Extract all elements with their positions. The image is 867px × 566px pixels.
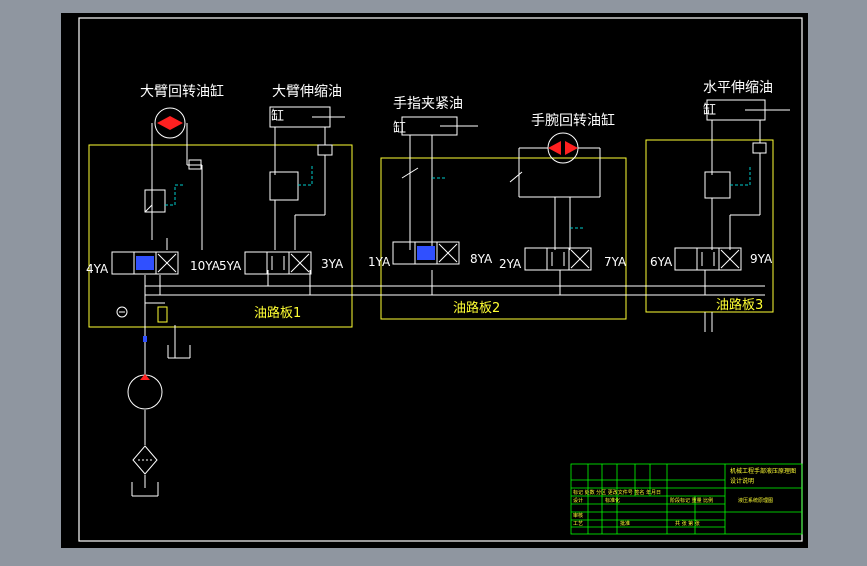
label-finger-clamp-cyl-2: 缸 <box>393 120 406 136</box>
label-arm-extend-cyl: 大臂伸缩油 <box>272 84 342 100</box>
pump-arrow-icon <box>140 374 150 380</box>
drawing-name: 液压系统原理图 <box>738 497 773 504</box>
solenoid-5ya: 5YA <box>219 259 242 273</box>
solenoid-2ya: 2YA <box>499 257 522 271</box>
title-block <box>570 463 803 535</box>
manifold-label-2: 油路板2 <box>453 300 500 316</box>
solenoid-7ya: 7YA <box>604 255 627 269</box>
solenoid-6ya: 6YA <box>650 255 673 269</box>
title-row-check: 审核 <box>573 512 583 519</box>
main-lines <box>131 270 765 497</box>
pilot-line <box>165 184 185 206</box>
title-row-approve: 批准 <box>620 520 630 527</box>
drawing-frame <box>78 17 803 542</box>
filter-symbol <box>132 445 158 475</box>
branch-arm-rotate <box>144 107 203 250</box>
solenoid-9ya: 9YA <box>750 252 773 266</box>
branch-horizontal <box>704 99 790 250</box>
manifold-label-3: 油路板3 <box>716 297 763 313</box>
valve-1 <box>111 251 179 275</box>
valve-3 <box>392 241 460 265</box>
label-arm-extend-cyl-2: 缸 <box>271 108 284 124</box>
manifold-panel-2 <box>380 157 627 320</box>
branch-arm-extend <box>269 106 345 250</box>
branch-finger-clamp <box>401 116 478 250</box>
title-stage-label: 阶段标记 重量 比例 <box>670 497 713 504</box>
title-row-designer: 设计 <box>573 497 583 504</box>
label-finger-clamp-cyl: 手指夹紧油 <box>393 96 463 112</box>
manifold-panel-3 <box>645 139 774 313</box>
title-row-standard: 标准化 <box>605 497 620 504</box>
manifold-panel-1 <box>88 144 353 328</box>
pressure-gauge-icon <box>116 306 128 318</box>
solenoid-4ya: 4YA <box>86 262 109 276</box>
solenoid-3ya: 3YA <box>321 257 344 271</box>
label-wrist-rotate-cyl: 手腕回转油缸 <box>531 112 615 129</box>
title-line-2: 设计说明 <box>730 477 754 485</box>
title-row-marker: 标记 处数 分区 更改文件号 签名 年月日 <box>573 489 661 496</box>
manifold-label-1: 油路板1 <box>254 305 301 321</box>
solenoid-8ya: 8YA <box>470 252 493 266</box>
label-horizontal-cyl-2: 缸 <box>703 102 716 118</box>
relief-valve <box>157 306 168 323</box>
label-arm-rotate-cyl: 大臂回转油缸 <box>140 83 224 100</box>
valve-4 <box>524 247 592 271</box>
title-line-1: 机械工程手部液压原理图 <box>730 467 796 475</box>
check-valve-icon <box>143 336 147 342</box>
solenoid-10ya: 10YA <box>190 259 221 273</box>
title-row-process: 工艺 <box>573 521 583 527</box>
solenoid-1ya: 1YA <box>368 255 391 269</box>
label-horizontal-cyl: 水平伸缩油 <box>703 80 773 96</box>
drawing-sheet <box>61 13 808 548</box>
valve-2 <box>244 251 312 275</box>
valve-5 <box>674 247 742 271</box>
title-sheet-label: 共 张 第 张 <box>675 520 700 527</box>
